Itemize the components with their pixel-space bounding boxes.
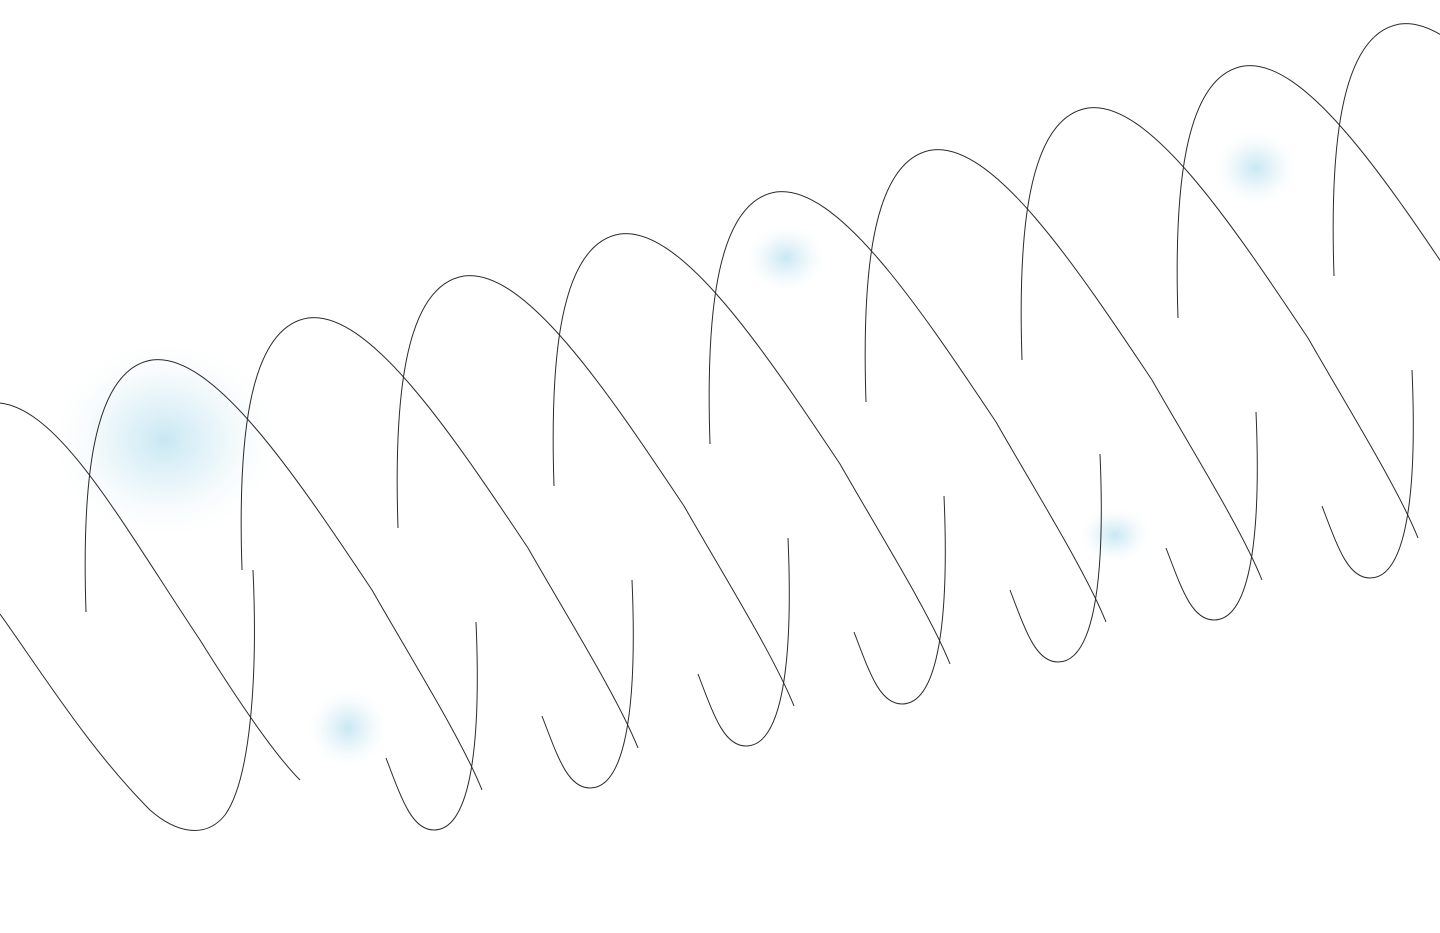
coil-stroke-lead-in: [0, 402, 301, 781]
coil-stroke-lead-bottom: [0, 569, 255, 831]
coil-arc-4: [552, 233, 951, 665]
glow-spots: [45, 128, 1300, 770]
glow-spot-2: [306, 686, 390, 770]
coil-return-3: [697, 537, 790, 747]
coil-strokes: [0, 23, 1440, 831]
coil-return-7: [1321, 369, 1414, 579]
coil-return-5: [1009, 453, 1102, 663]
coil-arc-8: [1176, 65, 1440, 319]
coil-arc-6: [864, 149, 1263, 581]
glow-spot-5: [1212, 128, 1300, 208]
glow-spot-4: [1077, 505, 1153, 565]
coil-return-2: [541, 579, 634, 789]
coil-arc-7: [1020, 107, 1419, 539]
coil-arc-3: [396, 275, 795, 707]
coil-return-4: [853, 495, 946, 705]
glow-spot-1: [45, 335, 285, 545]
glow-spot-3: [744, 222, 828, 294]
coil-return-6: [1165, 411, 1258, 621]
coil-arc-2: [240, 317, 639, 749]
coil-arc-1: [84, 359, 483, 791]
coil-return-1: [385, 621, 478, 831]
coil-arc-9: [1332, 23, 1440, 277]
coil-arc-5: [708, 191, 1107, 623]
